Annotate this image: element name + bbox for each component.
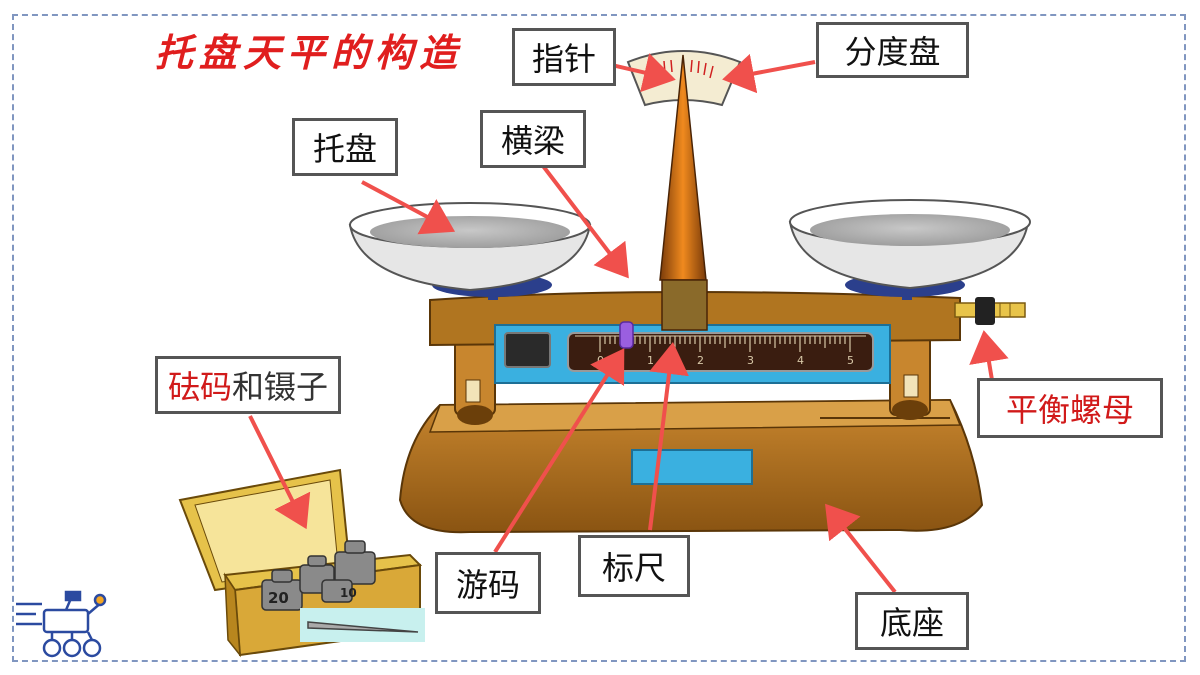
base <box>398 398 984 534</box>
arrow-weights <box>248 415 311 530</box>
weight-10-label: 10 <box>340 586 357 600</box>
label-scale: 标尺 <box>578 535 690 597</box>
arrow-rider <box>493 348 625 554</box>
label-rider: 游码 <box>435 552 541 614</box>
scale-tick-label: 3 <box>747 354 754 367</box>
weight-20-label: 20 <box>268 589 289 607</box>
label-weights-text: 砝码 <box>167 368 232 406</box>
left-tray <box>348 202 592 300</box>
pointer-needle <box>659 54 708 331</box>
right-tray <box>788 199 1031 300</box>
scale-tick-label: 0 <box>597 354 604 367</box>
slide-title: 托盘天平的构造 <box>155 30 464 75</box>
arrow-tray <box>361 180 456 235</box>
rider[interactable] <box>619 321 634 349</box>
label-weights-tweezers: 砝码和镊子 <box>155 356 341 414</box>
arrow-beam <box>538 160 629 279</box>
scale-tick-label: 5 <box>847 354 854 367</box>
label-dial: 分度盘 <box>816 22 969 78</box>
base-plate <box>631 449 753 485</box>
scale-tick-label: 4 <box>797 354 804 367</box>
scale-tick-label: 1 <box>647 354 654 367</box>
tweezers <box>307 621 419 633</box>
label-beam: 横梁 <box>480 110 586 168</box>
label-tray: 托盘 <box>292 118 398 176</box>
arrow-scale <box>648 342 689 531</box>
arrow-dial <box>722 53 816 94</box>
scale-tick-label: 2 <box>697 354 704 367</box>
label-pointer: 指针 <box>512 28 616 86</box>
balance-nut <box>954 297 1026 325</box>
weight-box: 20 10 <box>178 468 425 658</box>
arrow-base <box>825 503 897 594</box>
label-base: 底座 <box>855 592 969 650</box>
label-balance-nut: 平衡螺母 <box>977 378 1163 438</box>
slide-frame <box>12 14 1186 662</box>
rover-logo-icon <box>16 590 107 658</box>
label-tweezers-text: 和镊子 <box>232 368 329 406</box>
